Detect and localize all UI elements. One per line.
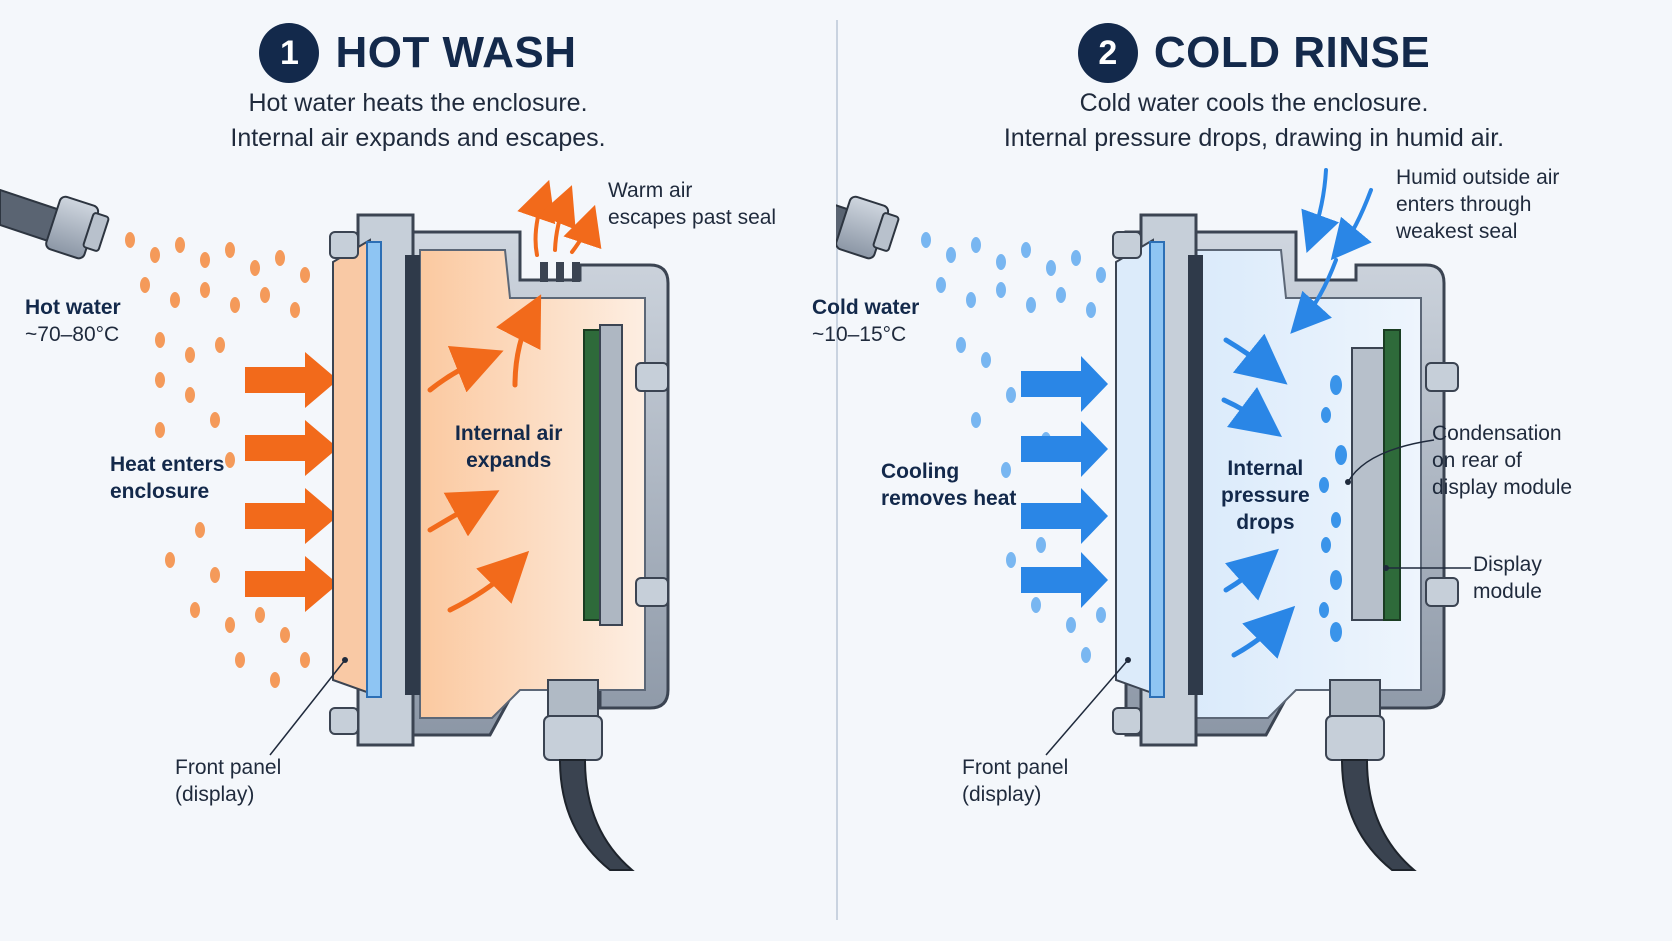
humid-air-line-1: Humid outside air [1396, 166, 1560, 189]
hot-front-panel-label: Front panel (display) [175, 754, 281, 808]
cold-rinse-panel: 2 COLD RINSE Cold water cools the enclos… [812, 0, 1672, 941]
condensation-line-2: on rear of [1432, 449, 1522, 472]
cold-water-label: Cold water ~10–15°C [812, 294, 919, 348]
hot-wash-title: HOT WASH [335, 28, 577, 77]
hot-front-panel-line-2: (display) [175, 783, 255, 806]
humid-air-line-2: enters through [1396, 193, 1532, 216]
humid-air-label: Humid outside air enters through weakest… [1396, 164, 1559, 245]
cold-front-panel-line-1: Front panel [962, 756, 1069, 779]
hot-wash-subtitle-line-2: Internal air expands and escapes. [230, 124, 606, 152]
condensation-line-3: display module [1432, 476, 1573, 499]
hot-wash-subtitle-line-1: Hot water heats the enclosure. [248, 89, 588, 117]
cold-rinse-subtitle-line-1: Cold water cools the enclosure. [1079, 89, 1429, 117]
cooling-arrows [1021, 356, 1108, 608]
heat-label-line-1: Heat enters [110, 453, 225, 476]
panel-divider [836, 20, 838, 920]
hot-water-temp: ~70–80°C [25, 323, 120, 346]
internal-pressure-line-1: Internal [1227, 457, 1304, 480]
cold-enclosure [1112, 213, 1459, 871]
internal-pressure-line-2: pressure [1221, 484, 1310, 507]
front-panel-leader [269, 659, 346, 756]
step-2-badge: 2 [1077, 23, 1138, 83]
hot-hose-icon [0, 188, 110, 260]
cold-spray-droplets [921, 232, 1106, 663]
cold-water-label-line-1: Cold water [812, 296, 920, 319]
warm-air-label-line-2: escapes past seal [608, 206, 777, 229]
heat-enters-label: Heat enters enclosure [110, 451, 224, 505]
condensation-line-1: Condensation [1432, 422, 1562, 445]
internal-pressure-label: Internal pressure drops [1221, 455, 1310, 536]
hot-wash-panel: 1 HOT WASH Hot water heats the enclosure… [0, 18, 836, 871]
cold-water-temp: ~10–15°C [812, 323, 907, 346]
warm-air-escapes-label: Warm air escapes past seal [608, 177, 776, 231]
cooling-label-line-2: removes heat [881, 487, 1017, 510]
hot-wash-subtitle: Hot water heats the enclosure. Internal … [0, 86, 836, 156]
cold-rinse-title: COLD RINSE [1153, 28, 1431, 77]
display-module-line-2: module [1473, 580, 1542, 603]
hot-wash-illustration [0, 179, 670, 871]
humid-air-arrows [1290, 168, 1373, 334]
heat-arrows [245, 352, 338, 612]
condensation-droplets [1319, 375, 1347, 642]
hot-water-label-line-1: Hot water [25, 296, 121, 319]
cold-rinse-header: 2 COLD RINSE [836, 18, 1672, 88]
warm-air-label-line-1: Warm air [608, 179, 693, 202]
cooling-label-line-1: Cooling [881, 460, 960, 483]
internal-pressure-line-3: drops [1236, 511, 1295, 534]
cold-front-panel-leader [1045, 659, 1129, 756]
hot-spray-droplets [125, 232, 310, 688]
cold-hose-icon [836, 195, 900, 260]
cold-rinse-illustration [836, 168, 1471, 871]
internal-air-label-line-1: Internal air [455, 422, 563, 445]
display-module-label: Display module [1473, 551, 1542, 605]
hot-front-panel-line-1: Front panel [175, 756, 282, 779]
internal-air-label: Internal air expands [455, 420, 562, 474]
pressure-drop-arrows [1221, 333, 1296, 659]
heat-label-line-2: enclosure [110, 480, 210, 503]
humid-air-line-3: weakest seal [1396, 220, 1518, 243]
cold-front-panel-line-2: (display) [962, 783, 1042, 806]
step-1-badge: 1 [259, 23, 320, 83]
cooling-label: Cooling removes heat [881, 458, 1016, 512]
hot-enclosure [329, 213, 670, 871]
internal-expansion-arrows [427, 294, 542, 613]
condensation-leader [1347, 439, 1435, 483]
cold-front-panel-label: Front panel (display) [962, 754, 1068, 808]
cold-rinse-subtitle-line-2: Internal pressure drops, drawing in humi… [1003, 124, 1505, 152]
hot-wash-header: 1 HOT WASH [0, 18, 836, 88]
cold-rinse-subtitle: Cold water cools the enclosure. Internal… [836, 86, 1672, 156]
escape-arrows [517, 179, 602, 257]
hot-water-label: Hot water ~70–80°C [25, 294, 121, 348]
display-module-line-1: Display [1473, 553, 1542, 576]
internal-air-label-line-2: expands [466, 449, 552, 472]
condensation-label: Condensation on rear of display module [1432, 420, 1572, 501]
